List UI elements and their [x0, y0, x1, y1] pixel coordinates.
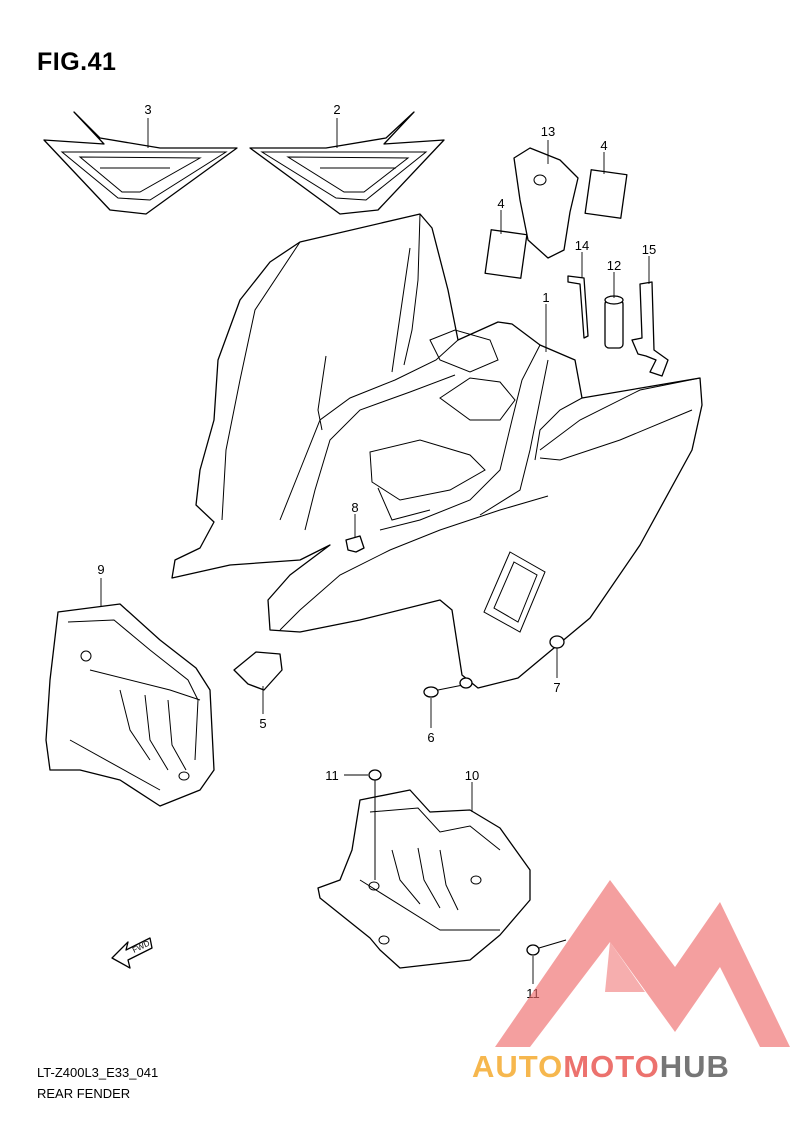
automotohub-logo	[495, 880, 790, 1047]
watermark-moto: MOTO	[563, 1049, 660, 1084]
callout-4-upper: 4	[600, 138, 607, 153]
callout-10: 10	[465, 768, 479, 783]
callout-9: 9	[97, 562, 104, 577]
fwd-arrow-icon: FWD	[111, 937, 153, 969]
watermark-auto: AUTO	[472, 1049, 564, 1084]
callout-15: 15	[642, 242, 656, 257]
watermark-hub: HUB	[659, 1049, 730, 1084]
hex-key	[567, 275, 589, 339]
callout-1: 1	[542, 290, 549, 305]
mud-guard-left	[45, 603, 215, 807]
callout-6: 6	[427, 730, 434, 745]
callout-4-lower: 4	[497, 196, 504, 211]
watermark-text: AUTOMOTOHUB	[472, 1049, 730, 1085]
rubber-cap	[233, 651, 283, 691]
callout-8: 8	[351, 500, 358, 515]
grommet-7	[459, 635, 565, 689]
decal-right	[249, 111, 445, 215]
callout-13: 13	[541, 124, 555, 139]
clip	[345, 535, 365, 553]
mud-guard-right	[317, 789, 531, 969]
screw-11-bottom	[526, 939, 567, 956]
callout-5: 5	[259, 716, 266, 731]
drawing-code: LT-Z400L3_E33_041	[37, 1065, 159, 1080]
callout-11-top: 11	[325, 768, 339, 783]
pad-upper	[584, 169, 628, 219]
decal-left	[43, 111, 238, 215]
pad-lower	[484, 229, 528, 279]
tool-pouch	[513, 147, 579, 259]
figure-title: FIG.41	[37, 48, 117, 76]
drawing-name: REAR FENDER	[37, 1086, 131, 1101]
screw-11-top	[368, 769, 382, 880]
callout-12: 12	[607, 258, 621, 273]
callout-7: 7	[553, 680, 560, 695]
pin-cylinder	[604, 295, 624, 349]
callout-3: 3	[144, 102, 151, 117]
spanner	[631, 281, 669, 377]
callout-14: 14	[575, 238, 589, 253]
leader-lines	[100, 118, 650, 984]
rear-fender	[171, 213, 703, 689]
callout-2: 2	[333, 102, 340, 117]
